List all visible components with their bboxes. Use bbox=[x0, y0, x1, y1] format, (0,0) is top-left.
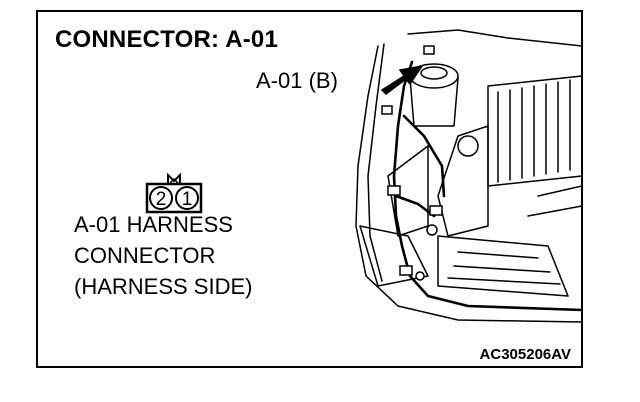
harness-label-line: A-01 HARNESS bbox=[74, 212, 233, 237]
pin-1-circle bbox=[175, 186, 199, 210]
harness-label-line: (HARNESS SIDE) bbox=[74, 274, 253, 299]
connector-callout-label: A-01 (B) bbox=[256, 68, 338, 93]
pin-number: 2 bbox=[156, 189, 167, 210]
diagram-frame: CONNECTOR: A-01 A-01 (B) 2 1 A-01 HARNES… bbox=[36, 10, 583, 368]
connector-pin-symbol: 2 1 bbox=[145, 172, 203, 214]
harness-label-line: CONNECTOR bbox=[74, 243, 216, 268]
pin-2-circle bbox=[149, 186, 173, 210]
figure-code: AC305206AV bbox=[479, 346, 571, 363]
pin-number: 1 bbox=[182, 189, 193, 210]
diagram-title: CONNECTOR: A-01 bbox=[55, 26, 279, 53]
engine-bay-illustration bbox=[355, 29, 582, 323]
callout-arrow-icon bbox=[380, 64, 424, 95]
